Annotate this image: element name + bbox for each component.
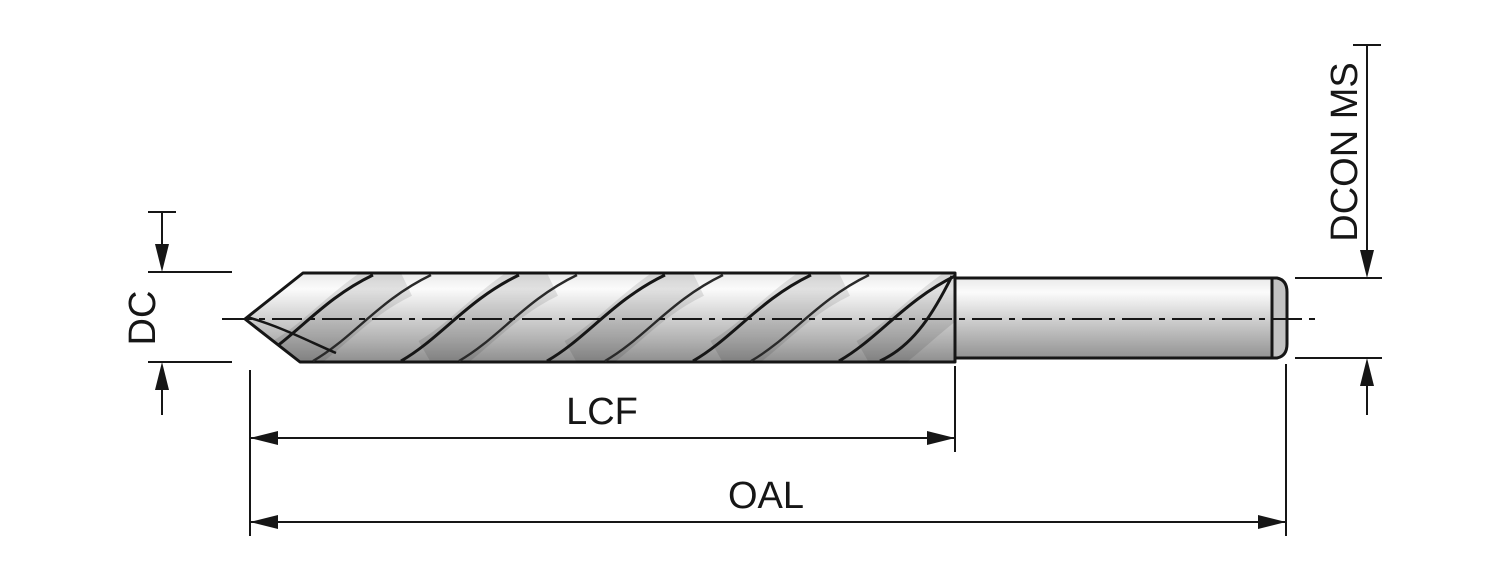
lcf-arrow-right xyxy=(927,431,955,445)
dim-dcon xyxy=(1295,44,1382,415)
oal-arrow-left xyxy=(250,515,278,529)
dc-arrow-top xyxy=(155,244,169,272)
flute-line xyxy=(312,273,432,362)
drill-point-lip-line xyxy=(246,315,337,355)
lcf-arrow-left xyxy=(250,431,278,445)
dcon-arrow-top xyxy=(1360,250,1374,278)
label-lcf: LCF xyxy=(566,391,638,433)
label-dc: DC xyxy=(122,291,164,346)
flute-line xyxy=(750,273,870,362)
dc-arrow-bottom xyxy=(155,362,169,390)
oal-arrow-right xyxy=(1258,515,1286,529)
label-oal: OAL xyxy=(728,475,804,517)
label-dcon-ms: DCON MS xyxy=(1324,62,1366,241)
dim-lcf xyxy=(249,366,956,452)
flute-runout-line xyxy=(879,275,954,362)
flute-line xyxy=(400,273,520,362)
dcon-arrow-bottom xyxy=(1360,358,1374,386)
